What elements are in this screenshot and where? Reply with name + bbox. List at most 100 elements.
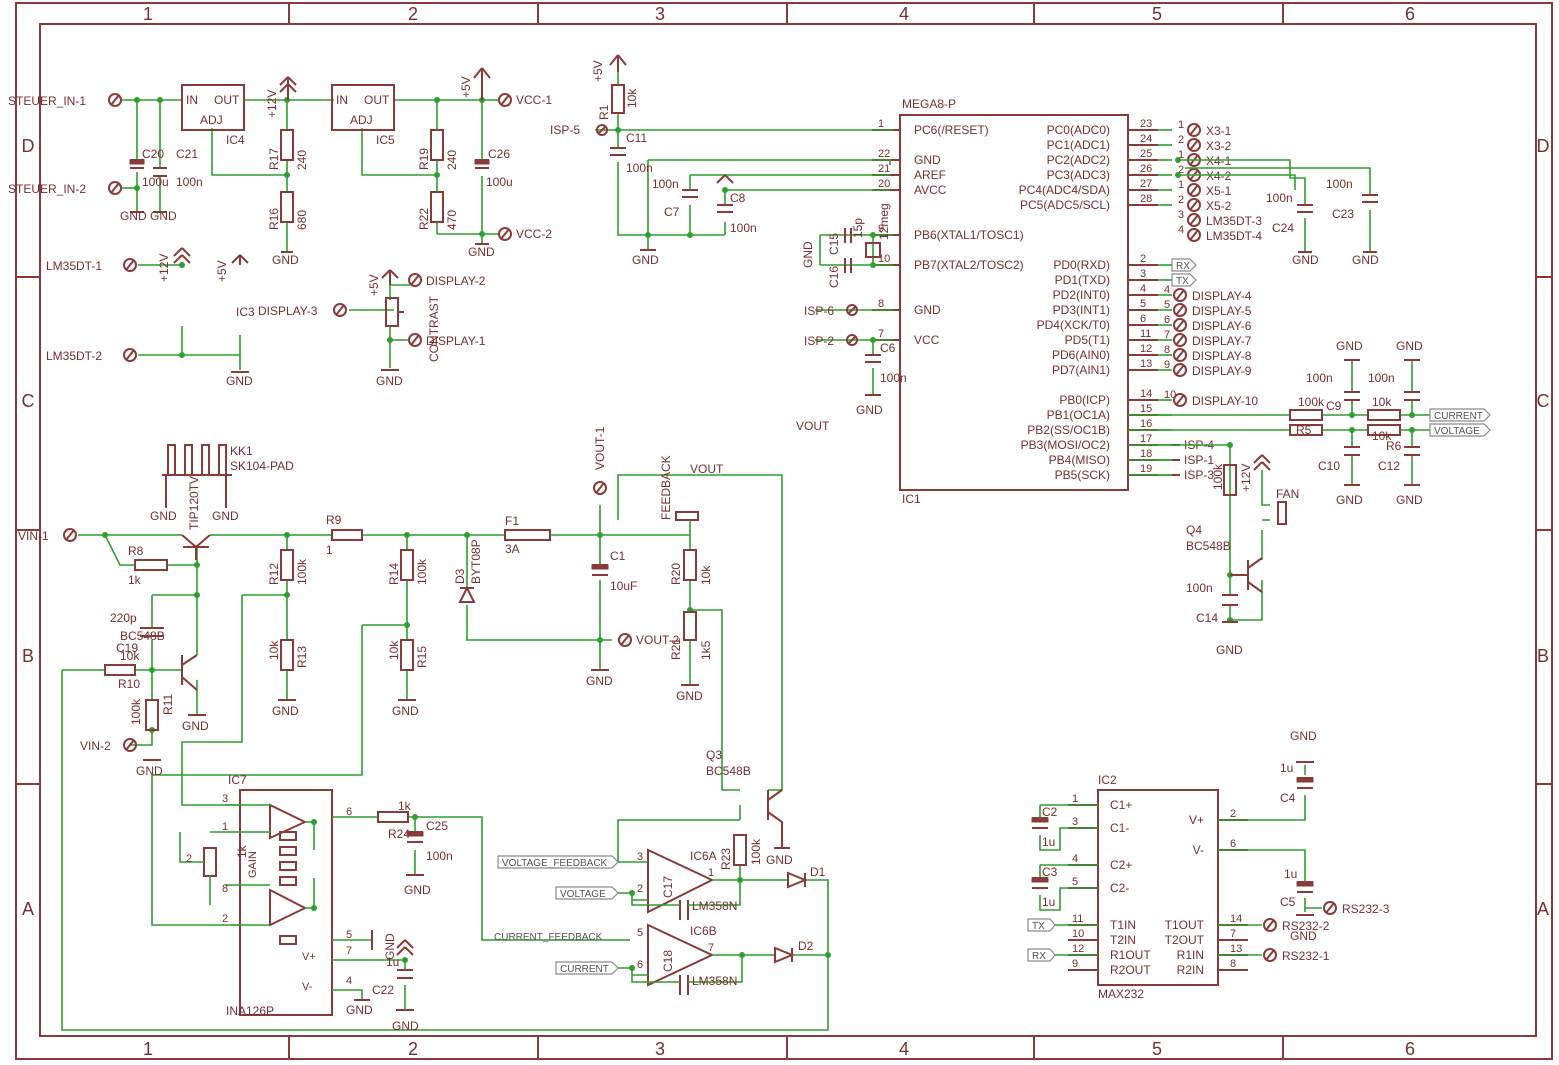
connector-pin-number: 6	[1164, 314, 1170, 326]
r7-value: 10k	[1372, 429, 1392, 443]
col-label-5-bottom: 5	[1152, 1039, 1162, 1059]
vin-2-label: VIN-2	[80, 739, 111, 753]
mcu-pin-name: PB2(SS/OC1B)	[1027, 423, 1110, 437]
gnd-c22: GND	[392, 1019, 419, 1033]
mcu-pin-name: PB0(ICP)	[1059, 393, 1110, 407]
isp-pin-label: ISP-1	[1184, 453, 1214, 467]
r16-ref: R16	[267, 208, 281, 230]
c15-ref: C15	[827, 233, 841, 255]
connector-label: DISPLAY-9	[1192, 364, 1252, 378]
row-label-b: B	[22, 646, 34, 666]
mcu-pin-number: 26	[1140, 163, 1152, 175]
c4-ref: C4	[1280, 791, 1296, 805]
gnd-c12: GND	[1396, 493, 1423, 507]
gnd-kk1b: GND	[212, 509, 239, 523]
connector-pin-number: 1	[1178, 179, 1184, 191]
mcu-pin-name: PD7(AIN1)	[1052, 363, 1110, 377]
r1-ref: R1	[597, 104, 611, 120]
d1-ref: D1	[810, 865, 826, 879]
voltage-opamp-port-label: VOLTAGE	[560, 889, 606, 900]
gnd-c11: GND	[632, 253, 659, 267]
amplifier-section: IC7 INA126P 3 1 2 8 2 6 5 7 4 V+ V-	[179, 748, 831, 1033]
gnd-r16: GND	[272, 253, 299, 267]
gnd-c14: GND	[1216, 643, 1243, 657]
c21-ref: C21	[176, 147, 198, 161]
connector-pin-number: 5	[1164, 299, 1170, 311]
mcu-pin-name: GND	[914, 303, 941, 317]
gnd-c6: GND	[856, 403, 883, 417]
steuer-in-2-label: STEUER_IN-2	[8, 182, 86, 196]
mcu-pin-name: PC4(ADC4/SDA)	[1019, 183, 1110, 197]
connector-pin-number: 2	[1178, 134, 1184, 146]
ic4-in-label: IN	[186, 93, 198, 107]
c2-ref: C2	[1042, 805, 1058, 819]
mcu-pin-name: PD4(XCK/T0)	[1037, 318, 1110, 332]
max232-pin-number: 12	[1072, 943, 1084, 955]
max232-pin-name: V+	[1189, 813, 1204, 827]
mcu-pin-name: PB6(XTAL1/TOSC1)	[914, 228, 1024, 242]
c1-ref: C1	[610, 549, 626, 563]
max232-pin-number: 3	[1072, 816, 1078, 828]
connector-pin-number: 2	[1178, 164, 1184, 176]
mcu-pin-name: PC1(ADC1)	[1047, 138, 1110, 152]
vcc-2-label: VCC-2	[516, 227, 552, 241]
sensor-display-section: LM35DT-1 LM35DT-2 +12V +5V IC3 GND CONTR…	[46, 247, 486, 388]
ic5-in-label: IN	[336, 93, 348, 107]
mcu-pin-number: 7	[878, 328, 884, 340]
col-label-4-bottom: 4	[899, 1039, 909, 1059]
r11-value: 100k	[129, 698, 143, 725]
r10-ref: R10	[118, 677, 140, 691]
mcu-atmega8	[899, 114, 1129, 491]
ina-value: INA126P	[226, 1004, 274, 1018]
col-label-3: 3	[655, 4, 665, 24]
isp-pin-label: ISP-3	[1184, 468, 1214, 482]
gnd-c10: GND	[1336, 493, 1363, 507]
col-label-5: 5	[1152, 4, 1162, 24]
mcu-pin-name: PD6(AIN0)	[1052, 348, 1110, 362]
connector-pad-slash	[1189, 199, 1199, 211]
contrast-label: CONTRAST	[427, 295, 441, 362]
c16-ref: C16	[827, 266, 841, 288]
opamp-a-ref: IC6A	[690, 849, 717, 863]
gnd-c21: GND	[150, 209, 177, 223]
c5-value: 1u	[1284, 867, 1297, 881]
c19-ref: C19	[116, 641, 138, 655]
grid-labels: 1 2 3 4 5 6 1 2 3 4 5 6 D C B A D C B A	[22, 4, 1550, 1059]
col-label-3-bottom: 3	[655, 1039, 665, 1059]
connector-pin-number: 1	[1178, 119, 1184, 131]
connector-label: X4-2	[1206, 169, 1232, 183]
opamp-a-cap: C17	[661, 876, 675, 898]
mcu-pin-number: 28	[1140, 193, 1152, 205]
max232-value: MAX232	[1098, 987, 1144, 1001]
connector-pad	[1187, 213, 1201, 227]
connector-pad-slash	[1175, 334, 1185, 346]
connector-pad-slash	[1175, 349, 1185, 361]
connector-label: DISPLAY-8	[1192, 349, 1252, 363]
mcu-pin-number: 23	[1140, 118, 1152, 130]
ina-vplus: V+	[302, 951, 316, 963]
col-label-2: 2	[408, 4, 418, 24]
r9-value: 1	[326, 543, 333, 557]
ic5-ref: IC5	[376, 133, 395, 147]
rs232-2-label: RS232-2	[1282, 919, 1330, 933]
connector-pad	[1187, 123, 1201, 137]
isp-2-label: ISP-2	[804, 334, 834, 348]
mcu-pin-number: 1	[878, 118, 884, 130]
mcu-pin-number: 8	[878, 298, 884, 310]
connector-label: DISPLAY-10	[1192, 394, 1258, 408]
lm35dt-2-label: LM35DT-2	[46, 349, 102, 363]
r9-ref: R9	[326, 513, 342, 527]
r11-ref: R11	[161, 694, 175, 715]
r12-value: 100k	[295, 558, 309, 585]
c14-value: 100n	[1186, 581, 1213, 595]
kk1-ref: KK1	[230, 444, 253, 458]
r5-ref: R5	[1296, 423, 1312, 437]
vcc-1-label: VCC-1	[516, 93, 552, 107]
c8-ref: C8	[730, 191, 746, 205]
mcu-pin-number: 16	[1140, 418, 1152, 430]
c26-ref: C26	[488, 147, 510, 161]
r20-ref: R20	[669, 563, 683, 585]
ina-pin-2a: 2	[186, 853, 192, 865]
